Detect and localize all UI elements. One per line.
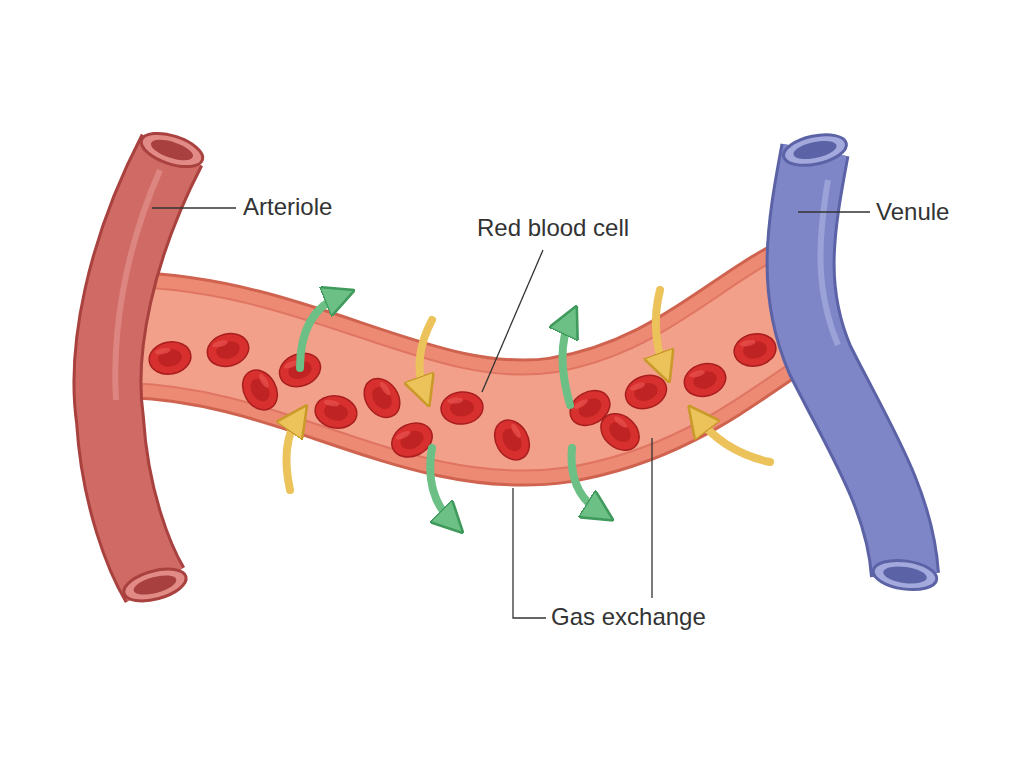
- part-label: Gas exchange: [549, 603, 708, 632]
- arteriole-vessel: [108, 127, 207, 607]
- part-label: Red blood cell: [475, 214, 631, 243]
- part-label: Arteriole: [241, 193, 334, 222]
- carbon-dioxide-arrows: [286, 290, 770, 490]
- red-blood-cells: [147, 329, 779, 466]
- leader-lines: [152, 208, 870, 618]
- part-label: Venule: [874, 198, 951, 227]
- oxygen-arrows: [300, 296, 600, 522]
